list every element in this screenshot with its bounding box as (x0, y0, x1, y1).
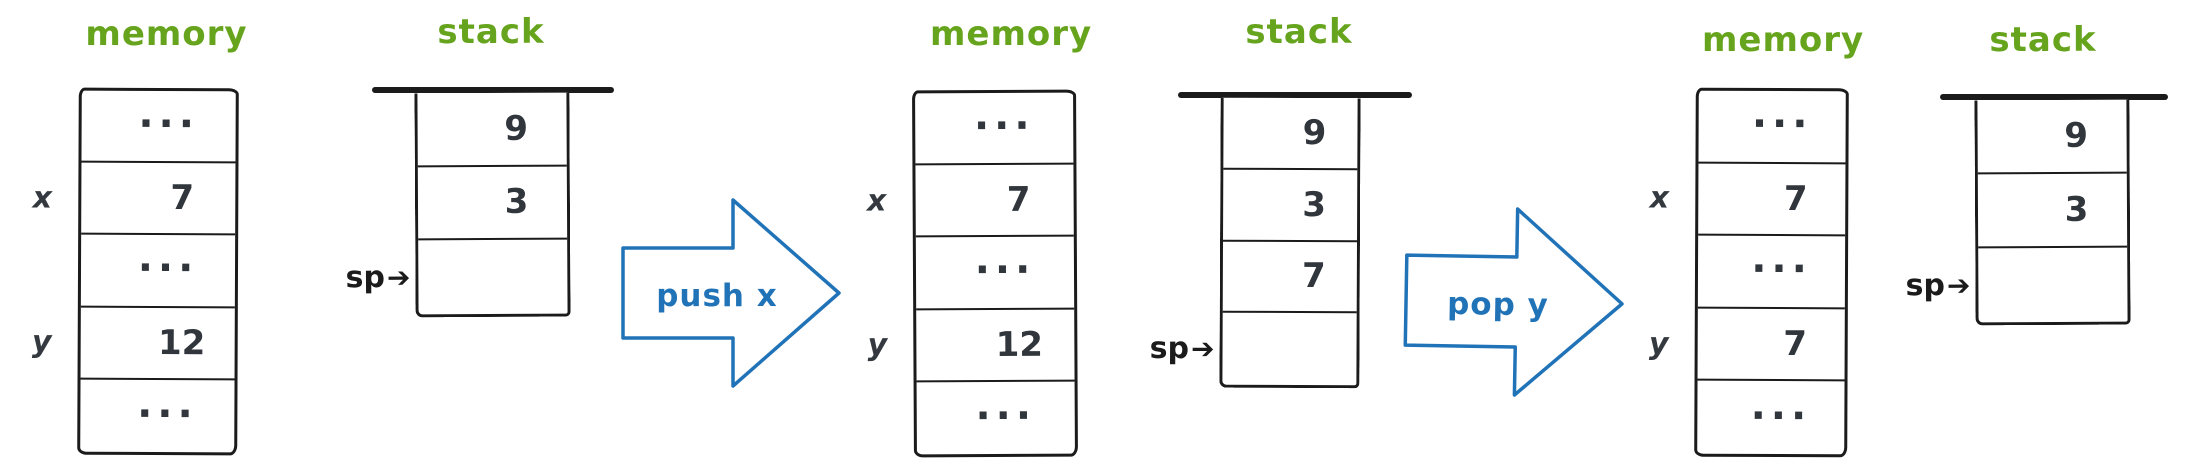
stack-cell: 3 (1977, 173, 2128, 249)
push-arrow: push x (621, 198, 841, 388)
memory-row-label-x: x (1649, 180, 1670, 216)
memory-table: ... x 7 ... y 7 ... (1649, 87, 1849, 458)
pop-arrow-shape (1403, 207, 1624, 397)
stack-top-bar (372, 87, 614, 93)
memory-value: ... (1751, 91, 1813, 138)
stack-value: 9 (1302, 112, 1327, 154)
memory-value: ... (138, 91, 200, 138)
memory-value: 7 (1006, 180, 1031, 221)
memory-table: ... x 7 ... y 12 ... (32, 87, 239, 456)
memory-row: ... (1697, 235, 1846, 310)
stack-cell: sp ➔ (1150, 313, 1356, 385)
stack-title: stack (437, 12, 545, 52)
sp-label: sp (1905, 268, 1946, 304)
sp-label: sp (345, 260, 386, 296)
push-arrow-label: push x (656, 278, 778, 314)
memory-value: ... (137, 380, 198, 428)
sp-label: sp (1149, 331, 1190, 367)
memory-value: 7 (170, 178, 195, 219)
push-arrow-shape (621, 198, 841, 388)
memory-value: 7 (1783, 324, 1808, 365)
stack-cell: 9 (1223, 97, 1358, 171)
memory-value: ... (974, 237, 1036, 284)
stack-cell: 9 (1977, 99, 2127, 175)
sp-pointer: sp ➔ (1905, 268, 1970, 303)
memory-title: memory (930, 14, 1093, 54)
stack-title: stack (1989, 20, 2097, 60)
stack-value: 7 (1301, 256, 1326, 297)
memory-row-label-y: y (31, 324, 52, 360)
memory-row: y 12 (868, 309, 1075, 383)
memory-row-label-y: y (1648, 326, 1669, 362)
memory-row-label-x: x (866, 183, 887, 219)
stack-value: 3 (2064, 189, 2089, 230)
memory-value: ... (975, 382, 1037, 429)
memory-row: ... (80, 379, 234, 452)
memory-row-label-x: x (32, 180, 53, 216)
memory-row: ... (915, 92, 1074, 166)
memory-value: ... (973, 92, 1035, 140)
memory-row: y 12 (32, 307, 235, 381)
stack-cell: sp ➔ (345, 240, 567, 314)
memory-row: x 7 (867, 164, 1074, 238)
stack-title: stack (1245, 12, 1353, 52)
sp-arrow-icon: ➔ (386, 261, 411, 295)
memory-row: ... (1697, 381, 1844, 454)
memory-row: x 7 (1650, 163, 1846, 237)
pop-arrow: pop y (1403, 207, 1624, 397)
memory-row: ... (917, 381, 1075, 454)
memory-row-label-y: y (867, 327, 888, 363)
stack-value: 3 (504, 182, 529, 223)
stack-table: 9 3 sp ➔ (1905, 99, 2131, 326)
memory-value: ... (137, 235, 199, 282)
memory-row: ... (81, 90, 236, 164)
stack-cell: sp ➔ (1905, 248, 2127, 323)
sp-arrow-icon: ➔ (1190, 332, 1215, 366)
sp-arrow-icon: ➔ (1946, 268, 1971, 303)
stack-value: 9 (2064, 115, 2089, 156)
stack-cell: 9 (417, 92, 567, 168)
memory-value: 12 (157, 322, 206, 363)
stack-value: 9 (504, 108, 529, 149)
stack-value: 3 (1302, 184, 1327, 225)
pop-arrow-label: pop y (1447, 286, 1549, 324)
stack-cell: 3 (1223, 169, 1358, 242)
memory-row: x 7 (33, 162, 236, 236)
memory-row: ... (1698, 90, 1846, 164)
stack-cell: 3 (417, 166, 568, 241)
memory-value: 12 (995, 324, 1044, 365)
stack-top-bar (1940, 94, 2168, 100)
memory-title: memory (1702, 20, 1865, 60)
stack-table: 9 3 7 sp ➔ (1150, 97, 1361, 389)
stack-table: 9 3 sp ➔ (345, 92, 571, 318)
memory-table: ... x 7 ... y 12 ... (867, 89, 1078, 458)
sp-pointer: sp ➔ (345, 260, 410, 295)
memory-row: y 7 (1649, 308, 1845, 382)
memory-value: 7 (1783, 178, 1808, 220)
stack-cell: 7 (1222, 241, 1358, 314)
memory-value: ... (1751, 236, 1812, 283)
memory-row: ... (80, 235, 236, 308)
memory-row: ... (915, 236, 1075, 311)
stack-top-bar (1178, 92, 1412, 98)
memory-title: memory (85, 14, 248, 54)
sp-pointer: sp ➔ (1150, 331, 1215, 366)
memory-value: ... (1750, 382, 1812, 429)
